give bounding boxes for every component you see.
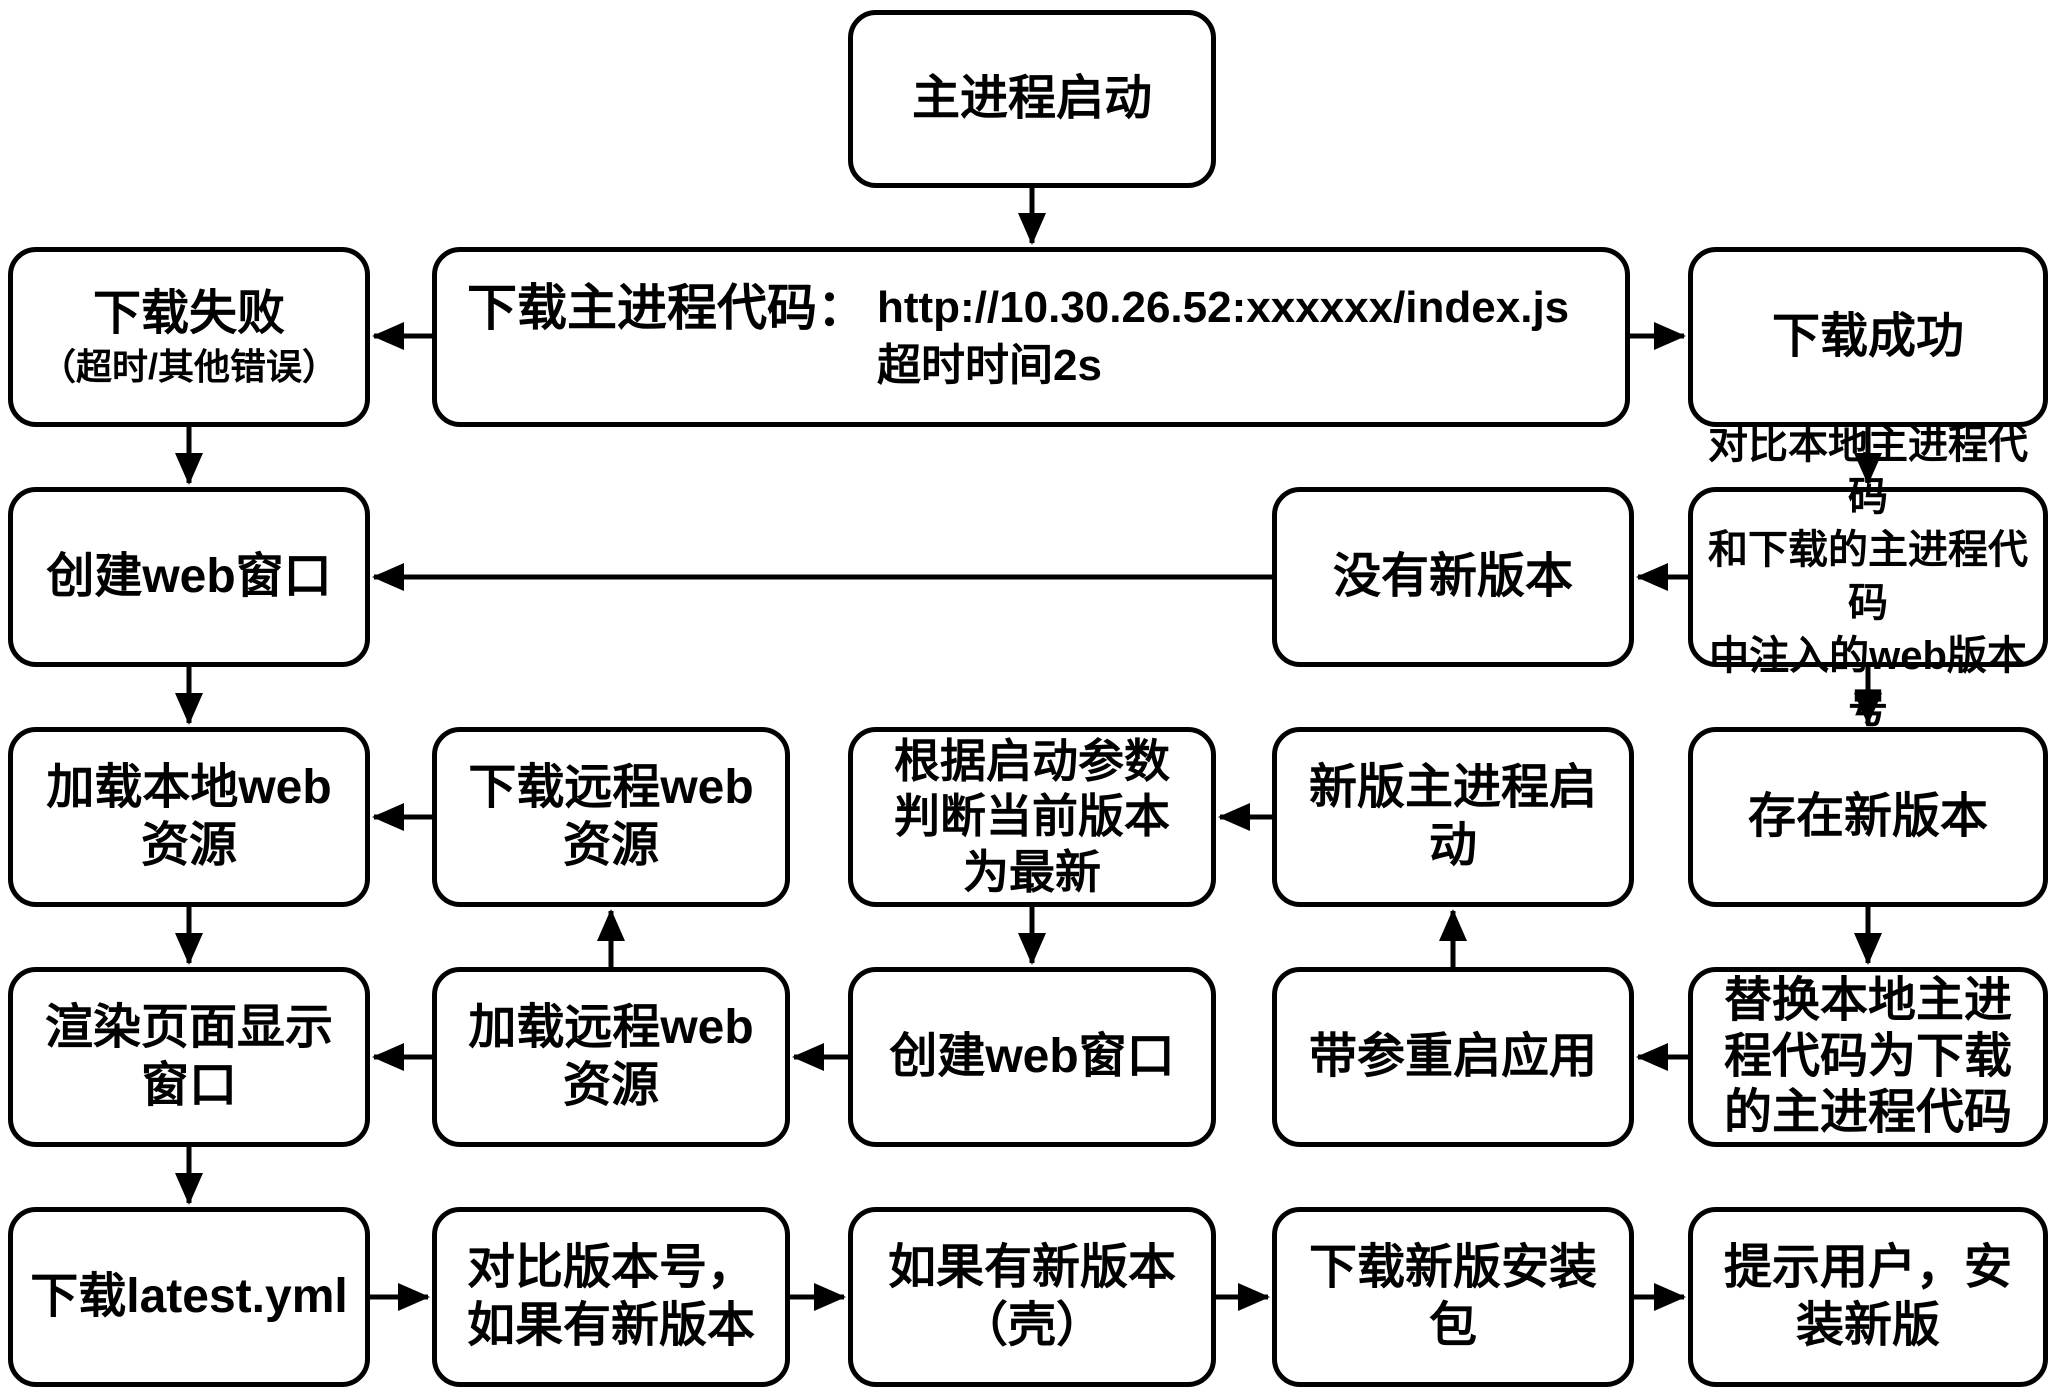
- node-download-latest-yml-label: 下载latest.yml: [30, 1270, 348, 1324]
- node-create-web-window-2: 创建web窗口: [848, 967, 1216, 1147]
- node-replace-local-code-label: 替换本地主进 程代码为下载 的主进程代码: [1723, 974, 2012, 1139]
- node-compare-web-version-label: 对比本地主进程代码 和下载的主进程代码 中注入的web版本号: [1708, 422, 2028, 731]
- node-download-installer-label: 下载新版安装 包: [1308, 1241, 1597, 1352]
- node-compare-web-version: 对比本地主进程代码 和下载的主进程代码 中注入的web版本号: [1688, 423, 2048, 731]
- node-load-remote-web: 加载远程web 资源: [432, 967, 790, 1147]
- node-judge-latest: 根据启动参数 判断当前版本 为最新: [848, 727, 1216, 907]
- node-download-code-url: http://10.30.26.52:xxxxxx/index.js: [877, 283, 1570, 332]
- node-if-new-version-shell-label: 如果有新版本 （壳）: [887, 1241, 1176, 1352]
- node-exist-new-version: 存在新版本: [1688, 727, 2048, 907]
- node-if-new-version-shell: 如果有新版本 （壳）: [848, 1207, 1216, 1387]
- node-download-fail-line1: 下载失败: [92, 286, 285, 340]
- node-create-web-window-1-label: 创建web窗口: [46, 550, 332, 604]
- node-prompt-install: 提示用户，安 装新版: [1688, 1207, 2048, 1387]
- node-judge-latest-label: 根据启动参数 判断当前版本 为最新: [894, 735, 1170, 898]
- node-download-success: 下载成功: [1688, 247, 2048, 427]
- node-download-success-label: 下载成功: [1771, 310, 1964, 364]
- node-download-code: 下载主进程代码： http://10.30.26.52:xxxxxx/index…: [432, 247, 1630, 427]
- node-no-new-version-label: 没有新版本: [1332, 550, 1573, 604]
- node-new-main-start-label: 新版主进程启 动: [1308, 761, 1597, 872]
- node-render-page: 渲染页面显示 窗口: [8, 967, 370, 1147]
- node-download-fail-line2: （超时/其他错误）: [39, 346, 338, 387]
- node-download-code-detail: http://10.30.26.52:xxxxxx/index.js 超时时间2…: [877, 279, 1569, 395]
- node-render-page-label: 渲染页面显示 窗口: [44, 1001, 333, 1112]
- node-download-code-label: 下载主进程代码：: [467, 280, 867, 336]
- node-compare-version: 对比版本号， 如果有新版本: [432, 1207, 790, 1387]
- node-download-code-timeout: 超时时间2s: [877, 341, 1102, 390]
- node-main-start: 主进程启动: [848, 10, 1216, 188]
- node-replace-local-code: 替换本地主进 程代码为下载 的主进程代码: [1688, 967, 2048, 1147]
- node-new-main-start: 新版主进程启 动: [1272, 727, 1634, 907]
- node-load-local-web: 加载本地web 资源: [8, 727, 370, 907]
- node-load-local-web-label: 加载本地web 资源: [46, 761, 332, 872]
- node-download-installer: 下载新版安装 包: [1272, 1207, 1634, 1387]
- node-compare-version-label: 对比版本号， 如果有新版本: [466, 1241, 755, 1352]
- node-prompt-install-label: 提示用户，安 装新版: [1723, 1241, 2012, 1352]
- node-restart-with-args: 带参重启应用: [1272, 967, 1634, 1147]
- node-download-fail: 下载失败 （超时/其他错误）: [8, 247, 370, 427]
- node-restart-with-args-label: 带参重启应用: [1308, 1030, 1597, 1084]
- node-no-new-version: 没有新版本: [1272, 487, 1634, 667]
- node-download-remote-web-label: 下载远程web 资源: [468, 761, 754, 872]
- node-load-remote-web-label: 加载远程web 资源: [468, 1001, 754, 1112]
- node-exist-new-version-label: 存在新版本: [1747, 790, 1988, 844]
- node-create-web-window-1: 创建web窗口: [8, 487, 370, 667]
- node-download-code-content: 下载主进程代码： http://10.30.26.52:xxxxxx/index…: [467, 279, 1569, 395]
- node-main-start-label: 主进程启动: [911, 72, 1152, 126]
- node-create-web-window-2-label: 创建web窗口: [889, 1030, 1175, 1084]
- node-download-latest-yml: 下载latest.yml: [8, 1207, 370, 1387]
- node-download-remote-web: 下载远程web 资源: [432, 727, 790, 907]
